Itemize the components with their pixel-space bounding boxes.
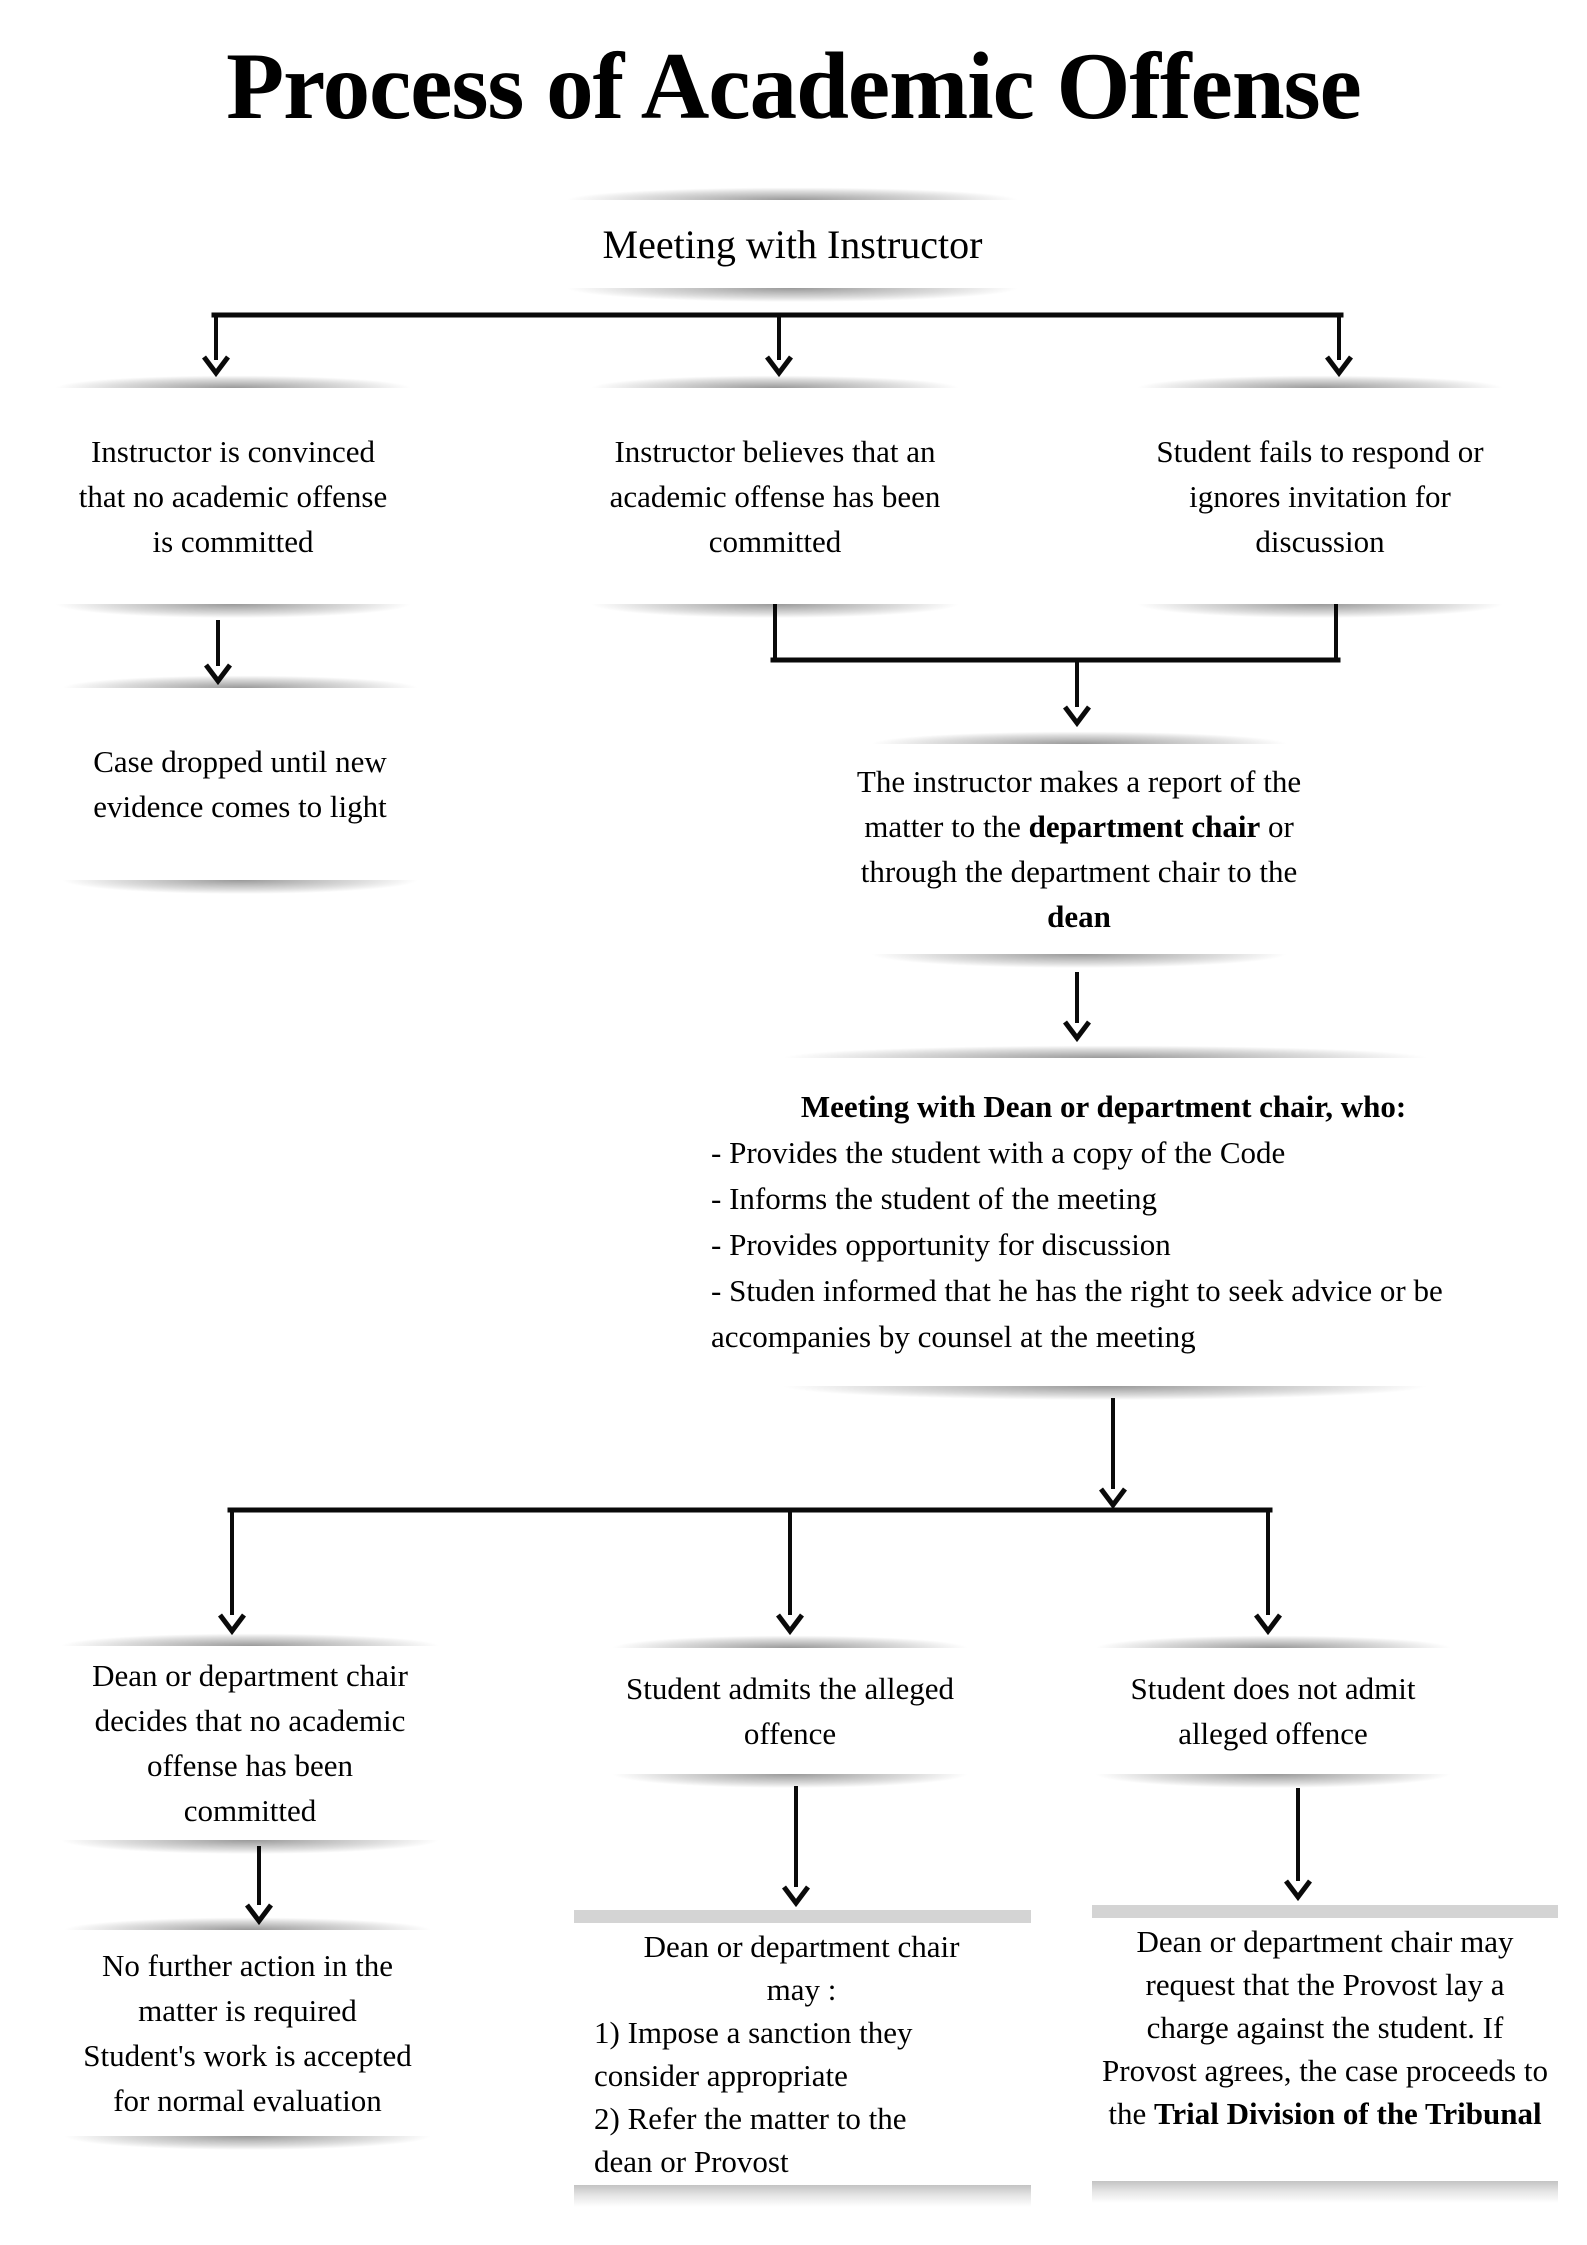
arrowhead [776,1613,804,1636]
node-student-fails-to-respond: Student fails to respond or ignores invi… [1082,371,1558,623]
node-student-does-not-admit: Student does not admit alleged offence [1042,1631,1504,1793]
arrowhead [202,355,230,378]
tribunal-line: request that the Provost lay a [1145,1967,1505,2002]
node-meeting-with-instructor: Meeting with Instructor [499,183,1086,307]
sanction-item: consider appropriate [594,2058,848,2093]
node-instructor-report: The instructor makes a report of the mat… [809,727,1349,973]
sanction-item: 2) Refer the matter to the [594,2101,907,2136]
arrowhead [782,1885,810,1908]
report-line-text: matter to the [864,809,1029,844]
node-chair-decides-no-offense: Dean or department chair decides that no… [4,1629,496,1859]
arrowhead [1063,1020,1091,1043]
tribunal-line: charge against the student. If [1146,2010,1504,2045]
report-line-bold: department chair [1028,809,1261,844]
meeting-dean-heading: Meeting with Dean or department chair, w… [800,1089,1407,1124]
tribunal-line: the Trial Division of the Tribunal [1092,2092,1558,2135]
sanction-item: dean or Provost [594,2144,789,2179]
node-sanction-options: Dean or department chair may : 1) Impose… [574,1910,1031,2207]
arrowhead [245,1903,273,1926]
page-title: Process of Academic Offense [226,33,1362,139]
sanction-item: 1) Impose a sanction they [594,2015,913,2050]
sanction-line: Dean or department chair [643,1929,960,1964]
arrowhead [1325,355,1353,378]
arrowhead [218,1613,246,1636]
meeting-dean-bullet: - Informs the student of the meeting [711,1181,1157,1216]
arrowhead [1254,1613,1282,1636]
tribunal-line: Provost agrees, the case proceeds to [1102,2053,1548,2088]
report-line: matter to the department chair or [815,804,1343,849]
node-provost-tribunal: Dean or department chair may request tha… [1092,1905,1558,2203]
meeting-dean-bullet: - Provides the student with a copy of th… [711,1135,1286,1170]
node-student-admits: Student admits the alleged offence [559,1631,1021,1793]
node-meeting-with-dean: Meeting with Dean or department chair, w… [686,1041,1524,1405]
report-line-text: or [1260,809,1294,844]
node-instructor-believes: Instructor believes that an academic off… [536,371,1014,623]
arrowhead [1099,1487,1127,1510]
node-no-further-action: No further action in the matter is requi… [9,1913,486,2155]
node-case-dropped: Case dropped until new evidence comes to… [9,671,471,899]
arrowhead [765,355,793,378]
sanction-line: may : [766,1972,837,2007]
report-line-bold: dean [1047,899,1111,934]
meeting-dean-bullet: - Provides opportunity for discussion [711,1227,1171,1262]
node-instructor-convinced: Instructor is convinced that no academic… [2,371,464,623]
tribunal-line-bold: Trial Division of the Tribunal [1154,2096,1542,2131]
report-line: through the department chair to the [860,854,1298,889]
tribunal-line-text: the [1108,2096,1155,2131]
tribunal-line: Dean or department chair may [1136,1924,1514,1959]
arrowhead [1063,705,1091,728]
report-line: The instructor makes a report of the [856,764,1302,799]
arrowhead [204,663,232,686]
arrowhead [1284,1879,1312,1902]
meeting-dean-bullet: - Studen informed that he has the right … [711,1273,1443,1354]
